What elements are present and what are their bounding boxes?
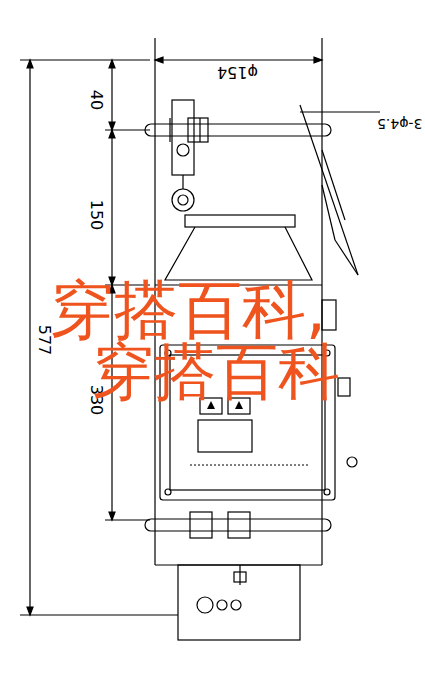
watermark: 穿搭百科, xyxy=(50,278,326,342)
dimension-text: 577 xyxy=(36,325,52,356)
hole-callout: 3-φ4.5 xyxy=(377,117,422,131)
dimension-text: φ154 xyxy=(217,64,258,80)
dimension-text: 150 xyxy=(88,200,104,231)
dimension-text: 40 xyxy=(88,90,104,110)
watermark: 穿搭百科 xyxy=(92,341,340,403)
